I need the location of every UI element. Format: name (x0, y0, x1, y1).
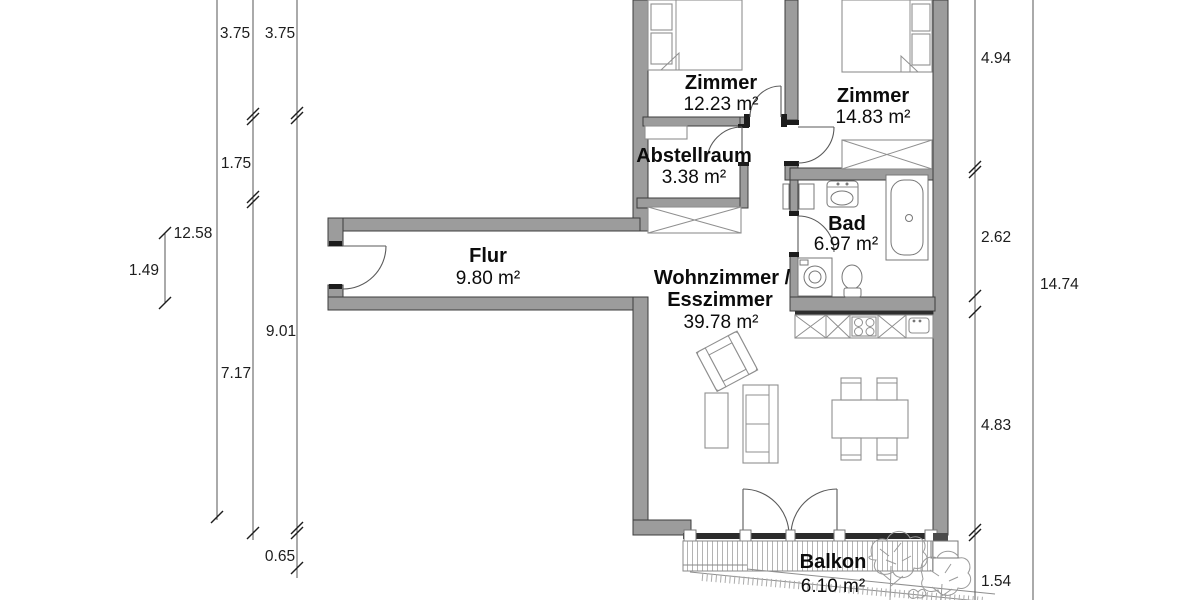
wall-abstellraum-north (642, 116, 749, 127)
dim-label: 14.74 (1040, 276, 1079, 293)
shelf-abstellraum (644, 125, 688, 140)
label-flur-name: Flur (469, 245, 507, 267)
dimension-lines (158, 0, 1034, 600)
dim-label: 1.49 (129, 262, 159, 279)
dim-label: 9.01 (266, 323, 296, 340)
label-wohnzimmer-name-1: Wohnzimmer / (654, 267, 791, 289)
dim-label: 7.17 (221, 365, 251, 382)
bed-zimmer1 (647, 0, 743, 71)
bedroom1-door (749, 85, 782, 118)
wall-end-cap (933, 533, 948, 541)
dim-label: 4.94 (981, 50, 1012, 67)
wardrobe-flur (647, 206, 742, 234)
wall-east-outer (932, 0, 949, 536)
wall-between-bedrooms (784, 0, 799, 121)
bath-door (797, 215, 835, 253)
dim-label: 2.62 (981, 229, 1011, 246)
armchair (695, 330, 759, 393)
sideboard (704, 392, 729, 449)
doors (342, 85, 838, 536)
counter-edge (795, 311, 933, 315)
balcony-deck (682, 540, 996, 600)
wall-bad-west-upper (789, 179, 799, 214)
window-front (683, 533, 933, 539)
bedroom2-door (797, 126, 835, 164)
dining-chair (876, 377, 898, 401)
wall-west-upper (632, 0, 649, 232)
label-zimmer1-name: Zimmer (685, 72, 757, 94)
dimension-ticks (158, 106, 982, 575)
balcony-pier (930, 540, 959, 559)
label-abstellraum-name: Abstellraum (636, 145, 752, 167)
label-abstellraum-area: 3.38 m² (662, 167, 726, 188)
washing-machine (797, 257, 833, 297)
label-balkon-area: 6.10 m² (801, 576, 865, 597)
dim-label: 3.75 (220, 25, 250, 42)
wall-southwest-corner (632, 519, 692, 536)
kitchen-counter (794, 311, 934, 339)
sofa (742, 384, 779, 464)
label-zimmer2-name: Zimmer (837, 85, 909, 107)
duct-niche-small (782, 183, 790, 210)
wardrobe-zimmer2 (841, 139, 933, 170)
dim-label: 0.65 (265, 548, 295, 565)
dining-set (831, 377, 909, 461)
bathtub (885, 174, 929, 261)
dining-chair (840, 377, 862, 401)
entrance-door (342, 245, 387, 290)
wall-abstellraum-east (739, 162, 749, 209)
dining-chair (876, 437, 898, 461)
label-bad-name: Bad (828, 213, 866, 235)
toilet (841, 264, 863, 298)
stove (851, 316, 877, 337)
kitchen-sink (908, 317, 930, 334)
balcony-french-doors (742, 488, 838, 536)
dim-label: 12.58 (174, 225, 213, 242)
dim-label: 1.54 (981, 573, 1012, 590)
wall-flur-south (327, 296, 649, 311)
wall-bad-west-lower (789, 254, 799, 298)
wall-bad-south (789, 296, 936, 312)
room-labels: Zimmer 12.23 m² Zimmer 14.83 m² Abstellr… (456, 72, 911, 597)
bath-sink (826, 180, 859, 208)
bathroom-fixtures (797, 174, 929, 298)
wall-flur-north (327, 217, 641, 232)
dining-table (831, 399, 909, 439)
label-balkon-name: Balkon (800, 551, 867, 573)
walls (327, 0, 949, 536)
plant-scribbles (868, 531, 972, 600)
label-wohnzimmer-name-2: Esszimmer (667, 289, 773, 311)
bed-zimmer2 (841, 0, 933, 73)
label-zimmer1-area: 12.23 m² (684, 94, 759, 115)
label-zimmer2-area: 14.83 m² (836, 107, 911, 128)
dim-label: 4.83 (981, 417, 1011, 434)
door-jamb-caps (329, 114, 799, 289)
label-wohnzimmer-area: 39.78 m² (684, 312, 759, 333)
window-posts (683, 529, 938, 542)
dining-chair (840, 437, 862, 461)
label-flur-area: 9.80 m² (456, 268, 520, 289)
dim-label: 3.75 (265, 25, 295, 42)
dim-label: 1.75 (221, 155, 251, 172)
wall-west-living (632, 296, 649, 536)
label-bad-area: 6.97 m² (814, 234, 878, 255)
storage-door (706, 126, 743, 163)
dimension-labels: 3.75 3.75 1.75 12.58 1.49 9.01 7.17 0.65… (129, 25, 1079, 590)
duct-niche (798, 183, 815, 210)
